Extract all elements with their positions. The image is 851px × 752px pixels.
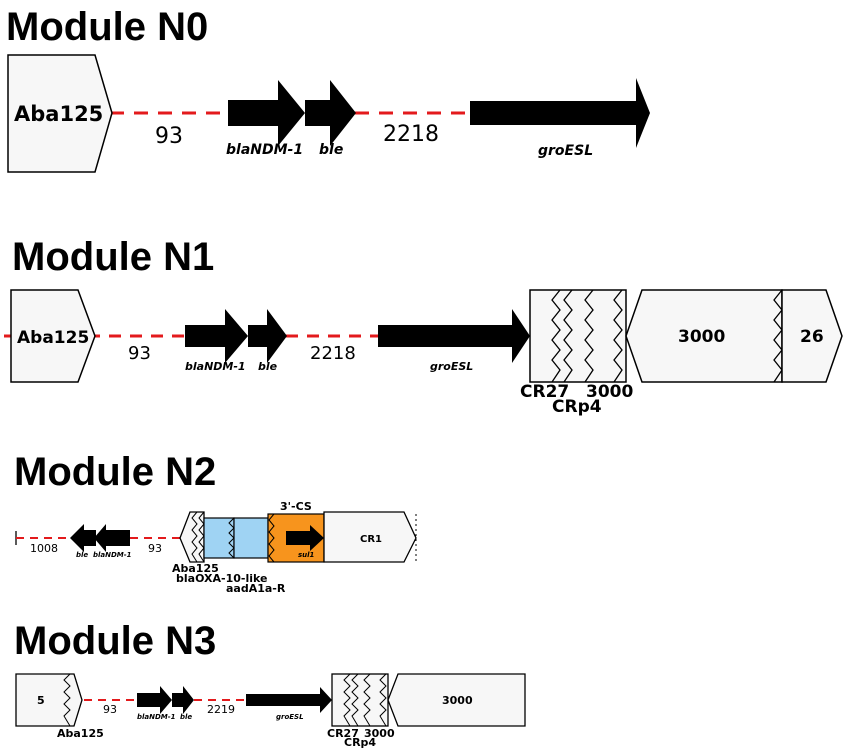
module-n2: Module N2 1008 ble blaNDM-1 93 sul1 3'-C… (14, 450, 417, 595)
n2-3cs-label: 3'-CS (280, 500, 312, 513)
n2-aad-cassette (233, 517, 269, 559)
n3-blandm1-arrow (137, 686, 172, 714)
module-n1: Module N1 Aba125 93 blaNDM-1 ble 2218 gr… (4, 235, 843, 417)
n1-zigzag-5 (773, 289, 783, 383)
n3-zigzag-4 (363, 673, 371, 727)
n2-sul1-arrow (286, 525, 324, 551)
n3-zigzag-1 (63, 673, 71, 727)
n0-aba125-element (7, 54, 113, 173)
n3-3000-label: 3000 (442, 694, 473, 707)
n2-zigzag-4 (268, 513, 275, 563)
n1-aba125-element (10, 289, 96, 383)
n2-sul1-label: sul1 (298, 551, 315, 559)
n1-26-element (781, 289, 843, 383)
n2-zigzag-1 (191, 511, 198, 563)
n2-ble-label: ble (76, 551, 88, 559)
n1-blandm1-arrow (185, 309, 248, 363)
n3-ble-label: ble (180, 713, 192, 721)
n1-cr27-label: CR27 (520, 382, 569, 402)
n0-groesl-arrow (470, 78, 650, 148)
n2-oxa-label: blaOXA-10-like (176, 572, 267, 585)
n3-groesl-arrow (246, 687, 332, 713)
n3-crp4-label: CRp4 (344, 736, 376, 749)
module-n3-title: Module N3 (14, 619, 216, 663)
n2-aba125-label: Aba125 (172, 562, 219, 575)
n1-groesl-arrow (378, 309, 530, 363)
n3-cr27-label: CR27 (327, 727, 359, 740)
n3-is3000-label: 3000 (364, 727, 395, 740)
n0-ble-label: ble (319, 142, 343, 158)
n1-zigzag-1 (551, 289, 561, 383)
n2-aad-label: aadA1a-R (226, 582, 286, 595)
n1-blandm1-label: blaNDM-1 (185, 360, 246, 373)
n2-cr1-element (323, 511, 417, 563)
n3-ble-arrow (172, 686, 194, 714)
n1-zigzag-2 (563, 289, 573, 383)
n2-spacer-1008: 1008 (30, 542, 58, 555)
n1-26-label: 26 (800, 327, 824, 347)
n2-oxa-cassette (203, 517, 235, 559)
n3-zigzag-3 (351, 673, 359, 727)
n3-5-element (15, 673, 83, 727)
n0-spacer-2218: 2218 (383, 122, 439, 147)
n3-is-block (331, 673, 389, 727)
module-n0: Module N0 Aba125 93 blaNDM-1 ble 2218 gr… (6, 5, 650, 173)
n3-blandm1-label: blaNDM-1 (137, 713, 176, 721)
n1-is-block (529, 289, 627, 383)
n3-5-label: 5 (37, 694, 45, 707)
n3-zigzag-5 (379, 673, 387, 727)
module-n2-title: Module N2 (14, 450, 216, 494)
n0-blandm1-label: blaNDM-1 (226, 142, 303, 158)
n1-zigzag-4 (613, 289, 623, 383)
n0-groesl-label: groESL (538, 143, 593, 159)
n1-spacer-2218: 2218 (310, 343, 356, 364)
n1-is3000-label: 3000 (586, 382, 633, 402)
n1-aba125-label: Aba125 (17, 328, 89, 348)
n0-ble-arrow (305, 80, 356, 146)
n1-3000-element (625, 289, 783, 383)
n2-spacer-93: 93 (148, 542, 162, 555)
n1-zigzag-3 (584, 289, 594, 383)
n0-aba125-label: Aba125 (14, 102, 103, 126)
n3-3000-element (387, 673, 526, 727)
n1-crp4-label: CRp4 (552, 397, 602, 417)
module-n1-title: Module N1 (12, 235, 214, 279)
n1-3000-label: 3000 (678, 327, 725, 347)
n0-blandm1-arrow (228, 80, 305, 146)
module-n3: Module N3 5 93 blaNDM-1 ble 2219 groESL … (14, 619, 526, 749)
n2-cr1-label: CR1 (360, 534, 382, 545)
n0-spacer-93: 93 (155, 124, 183, 149)
n2-blandm1-arrow (94, 524, 130, 552)
n3-groesl-label: groESL (276, 713, 304, 721)
n2-blandm1-label: blaNDM-1 (93, 551, 132, 559)
n3-spacer-93: 93 (103, 703, 117, 716)
n1-spacer-93: 93 (128, 343, 151, 364)
n3-zigzag-2 (343, 673, 351, 727)
n3-aba125-label: Aba125 (57, 727, 104, 740)
n1-ble-arrow (248, 309, 287, 363)
module-n0-title: Module N0 (6, 5, 208, 49)
n3-spacer-2219: 2219 (207, 703, 235, 716)
n2-ble-arrow (70, 524, 96, 552)
n1-groesl-label: groESL (430, 360, 473, 373)
n1-ble-label: ble (258, 360, 278, 373)
